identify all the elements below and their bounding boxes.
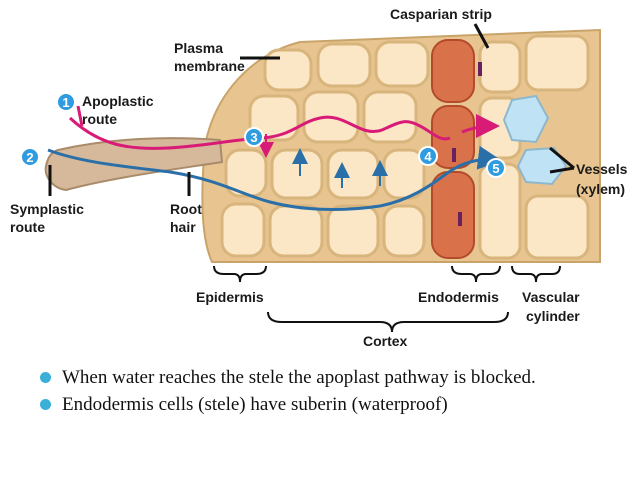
label-symplastic-2: route: [10, 219, 45, 235]
label-root-hair-1: Root: [170, 201, 202, 217]
marker-5: 5: [486, 158, 506, 178]
label-cortex: Cortex: [363, 333, 408, 349]
cortex-cells: [220, 40, 430, 258]
root-water-transport-diagram: 1 2 3 4 5 Casparian strip Plasma membran…: [10, 6, 628, 349]
bullet-text: Endodermis cells (stele) have suberin (w…: [62, 394, 448, 415]
region-brackets: [213, 265, 561, 333]
label-vessels-1: Vessels: [576, 161, 628, 177]
apoplastic-leader: [76, 105, 84, 127]
leader-lines: [48, 23, 575, 196]
label-vessels-2: (xylem): [576, 181, 625, 197]
bullet-dot-icon: [40, 399, 51, 410]
svg-text:2: 2: [26, 150, 33, 165]
svg-text:5: 5: [492, 161, 499, 176]
label-apoplastic-2: route: [82, 111, 117, 127]
svg-text:1: 1: [62, 95, 69, 110]
apoplastic-route-end: [461, 114, 500, 139]
marker-4: 4: [418, 146, 438, 166]
casparian-strip-marks: [452, 62, 482, 226]
svg-text:3: 3: [250, 130, 257, 145]
bullet-item: Endodermis cells (stele) have suberin (w…: [40, 393, 630, 416]
root-hair: [44, 137, 224, 192]
label-epidermis: Epidermis: [196, 289, 264, 305]
bullet-dot-icon: [40, 372, 51, 383]
label-symplastic-1: Symplastic: [10, 201, 84, 217]
label-vascular-2: cylinder: [526, 308, 580, 324]
marker-2: 2: [20, 147, 40, 167]
symplastic-route-path: [47, 145, 502, 211]
label-plasma-membrane-1: Plasma: [174, 40, 223, 56]
bullet-list: When water reaches the stele the apoplas…: [40, 366, 630, 420]
xylem-vessels: [502, 94, 568, 186]
marker-1: 1: [56, 92, 76, 112]
label-vascular-1: Vascular: [522, 289, 580, 305]
marker-3: 3: [244, 127, 264, 147]
svg-text:4: 4: [424, 149, 432, 164]
label-plasma-membrane-2: membrane: [174, 58, 245, 74]
label-casparian-strip: Casparian strip: [390, 6, 492, 22]
bullet-text: When water reaches the stele the apoplas…: [62, 367, 536, 388]
apoplastic-route-path: [68, 115, 451, 150]
label-endodermis: Endodermis: [418, 289, 499, 305]
bullet-item: When water reaches the stele the apoplas…: [40, 366, 630, 389]
label-apoplastic-1: Apoplastic: [82, 93, 154, 109]
label-root-hair-2: hair: [170, 219, 196, 235]
